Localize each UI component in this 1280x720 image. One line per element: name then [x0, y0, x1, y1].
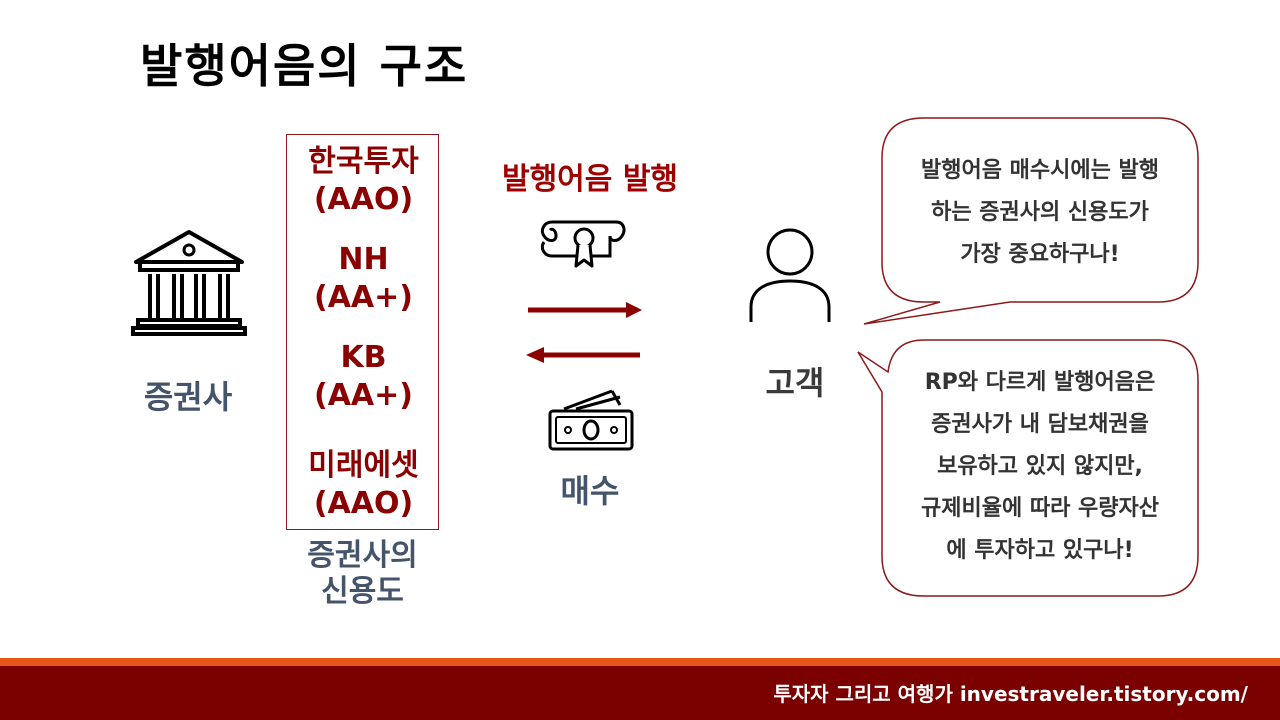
customer-label: 고객: [765, 364, 825, 402]
certificate-scroll-icon: [540, 220, 626, 268]
securities-company-label: 증권사: [143, 378, 233, 416]
rating-item: KB (AA+): [287, 339, 440, 415]
page-title: 발행어음의 구조: [140, 39, 469, 93]
bubble-line: 발행어음 매수시에는 발행: [921, 158, 1159, 183]
bubble-line: 증권사가 내 담보채권을: [931, 412, 1149, 437]
rating-company-name: 미래에셋: [308, 448, 419, 483]
speech-bubble-top-text: 발행어음 매수시에는 발행 하는 증권사의 신용도가 가장 중요하구나!: [884, 150, 1196, 276]
rating-caption-line: 신용도: [321, 574, 404, 609]
bubble-line: 보유하고 있지 않지만,: [937, 454, 1143, 479]
rating-item: 한국투자 (AAO): [287, 143, 440, 219]
speech-bubble-bottom-text: RP와 다르게 발행어음은 증권사가 내 담보채권을 보유하고 있지 않지만, …: [884, 362, 1196, 572]
footer-accent-bar: [0, 658, 1280, 666]
credit-rating-box: 한국투자 (AAO) NH (AA+) KB (AA+) 미래에셋 (AAO): [286, 134, 439, 530]
rating-company-name: KB: [340, 340, 387, 375]
rating-company-name: 한국투자: [308, 144, 419, 179]
banknotes-icon: [548, 389, 634, 451]
bank-building-icon: [131, 230, 247, 336]
rating-caption: 증권사의 신용도: [280, 538, 445, 610]
person-icon: [749, 228, 831, 322]
bubble-line: 에 투자하고 있구나!: [946, 538, 1134, 563]
speech-bubbles: [857, 117, 1199, 597]
arrow-left-icon: [526, 347, 640, 363]
footer-credit: 투자자 그리고 여행가 investraveler.tistory.com/: [773, 682, 1248, 706]
rating-item: NH (AA+): [287, 241, 440, 317]
bubble-line: 가장 중요하구나!: [960, 242, 1120, 267]
bubble-line: 규제비율에 따라 우량자산: [921, 496, 1159, 521]
rating-grade: (AA+): [314, 378, 413, 413]
footer-bar: 투자자 그리고 여행가 investraveler.tistory.com/: [0, 666, 1280, 720]
bubble-line: RP와 다르게 발행어음은: [924, 370, 1156, 395]
speech-bubble-top: [863, 117, 1199, 325]
arrow-right-icon: [528, 302, 642, 318]
rating-grade: (AAO): [313, 182, 414, 217]
rating-caption-line: 증권사의: [307, 538, 418, 573]
rating-grade: (AA+): [314, 280, 413, 315]
issue-label: 발행어음 발행: [501, 162, 679, 197]
bubble-line: 하는 증권사의 신용도가: [931, 200, 1149, 225]
rating-item: 미래에셋 (AAO): [287, 447, 440, 523]
buy-label: 매수: [560, 472, 620, 510]
rating-grade: (AAO): [313, 486, 414, 521]
rating-company-name: NH: [338, 242, 389, 277]
flow-arrows: [526, 302, 642, 363]
speech-bubble-bottom: [857, 339, 1199, 597]
